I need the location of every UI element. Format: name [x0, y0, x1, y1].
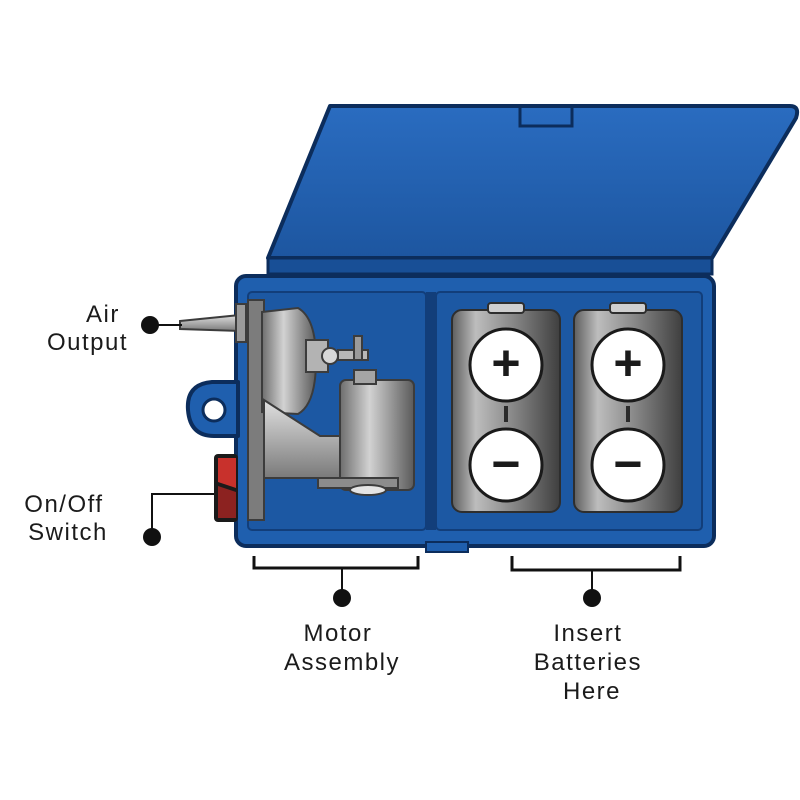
- motor-assembly: [247, 299, 415, 521]
- svg-text:Insert Batteries H: Insert Batteries Here: [534, 620, 650, 705]
- minus-icon: −: [468, 427, 544, 503]
- on-off-label-line-2: Switch: [28, 519, 108, 546]
- on-off-switch: [214, 454, 238, 522]
- air-output-nozzle: [179, 303, 247, 343]
- positive-symbol: +: [491, 335, 520, 391]
- motor-assembly-label-line-2: Assembly: [284, 649, 400, 676]
- on-off-switch-callout: On/Off Switch: [24, 491, 214, 546]
- battery-left: + −: [451, 302, 561, 513]
- svg-text:Air Output: Air Output: [47, 301, 128, 356]
- callout-dot-icon: [143, 528, 161, 546]
- hanging-loop: [185, 380, 240, 438]
- minus-icon: −: [590, 427, 666, 503]
- svg-text:On/Off Switch: On/Off Switch: [24, 491, 111, 546]
- air-output-label-line-2: Output: [47, 329, 128, 356]
- plus-icon: +: [468, 327, 544, 403]
- negative-symbol: −: [613, 436, 642, 492]
- battery-right: + −: [573, 302, 683, 513]
- insert-batteries-label-line-3: Here: [563, 678, 621, 705]
- callout-dot-icon: [583, 589, 601, 607]
- air-output-callout: Air Output: [47, 301, 182, 356]
- negative-symbol: −: [491, 436, 520, 492]
- insert-batteries-callout: Insert Batteries Here: [510, 556, 682, 705]
- air-output-label-line-1: Air: [86, 301, 120, 328]
- insert-batteries-label-line-2: Batteries: [534, 649, 642, 676]
- case-lid: [266, 104, 800, 276]
- motor-assembly-callout: Motor Assembly: [252, 556, 420, 676]
- positive-symbol: +: [613, 335, 642, 391]
- on-off-label-line-1: On/Off: [24, 491, 103, 518]
- motor-assembly-label-line-1: Motor: [303, 620, 372, 647]
- plus-icon: +: [590, 327, 666, 403]
- callout-dot-icon: [333, 589, 351, 607]
- insert-batteries-label-line-1: Insert: [553, 620, 622, 647]
- svg-text:Motor Assembly: Motor Assembly: [284, 620, 400, 676]
